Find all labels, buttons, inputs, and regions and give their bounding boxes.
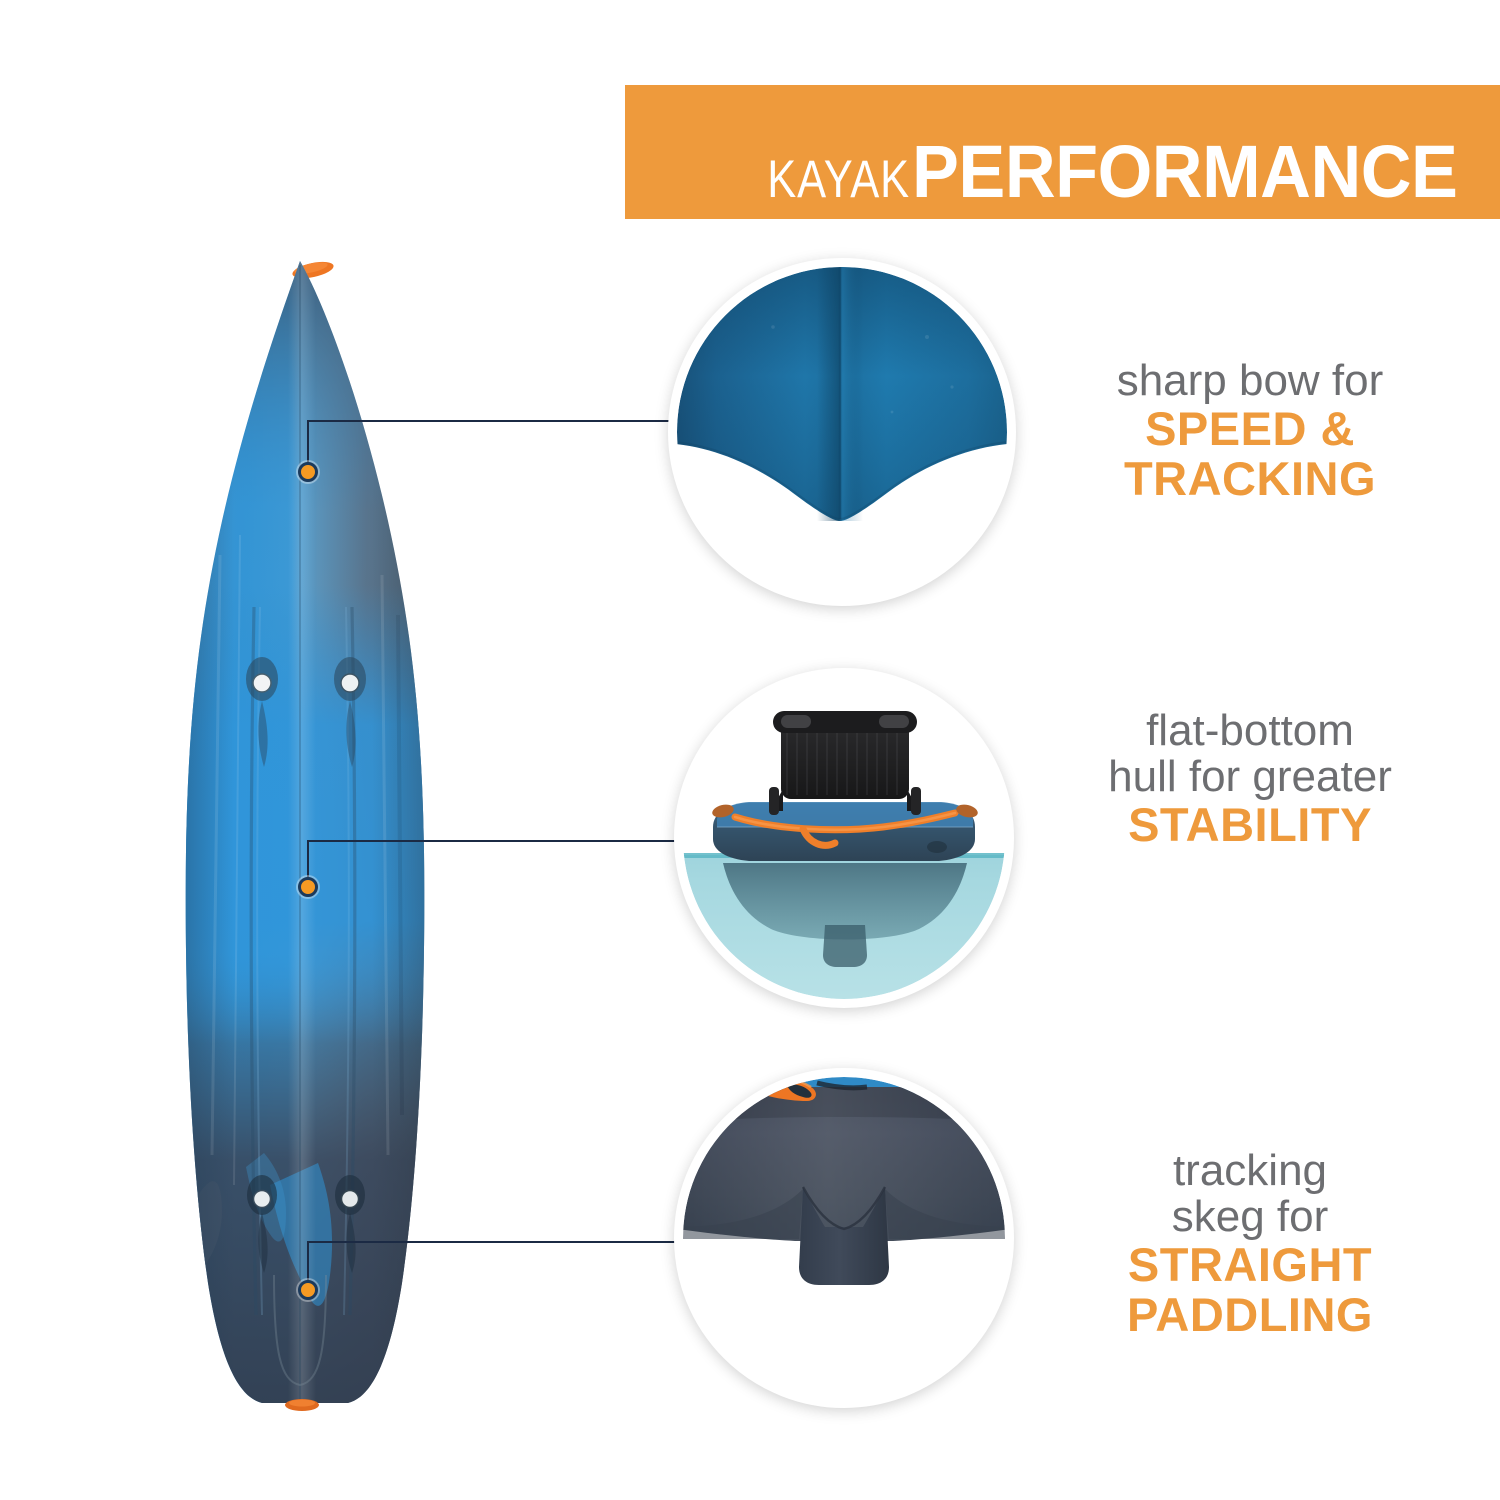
callout-2-line-2: hull for greater xyxy=(1108,752,1392,802)
callout-text-flat-bottom: flat-bottom hull for greater STABILITY xyxy=(1050,706,1450,852)
callout-image-flat-bottom[interactable] xyxy=(674,668,1014,1008)
marker-dot-tracking-skeg[interactable] xyxy=(298,1280,318,1300)
header-banner: KAYAKPERFORMANCE xyxy=(625,85,1500,219)
marker-dot-flat-bottom[interactable] xyxy=(298,877,318,897)
drain-plug xyxy=(927,841,947,853)
callout-3-line-2: skeg for xyxy=(1171,1192,1329,1242)
scupper-hole-lower-right xyxy=(335,1175,365,1273)
side-handle-left xyxy=(712,804,734,818)
kayak-seat xyxy=(769,711,921,815)
stern-in-water-photo xyxy=(683,677,1005,999)
callout-1-line-3: TRACKING xyxy=(1123,451,1377,505)
kayak-hull-illustration xyxy=(150,255,460,1415)
callout-image-flat-bottom-inner xyxy=(683,677,1005,999)
kayak-hull-body xyxy=(185,261,425,1403)
kayak-hull-svg xyxy=(185,261,425,1411)
scupper-hole-upper-right xyxy=(334,657,366,767)
hull-texture xyxy=(210,534,404,1186)
page-title: KAYAKPERFORMANCE xyxy=(736,135,1486,209)
marker-dot-sharp-bow[interactable] xyxy=(298,462,318,482)
callout-text-sharp-bow: sharp bow for SPEED & TRACKING xyxy=(1050,356,1450,505)
callout-2-line-1: flat-bottom xyxy=(1146,706,1354,755)
tracking-skeg-photo xyxy=(683,1077,1005,1399)
side-handle-right xyxy=(956,804,978,818)
title-kayak-word: KAYAK xyxy=(767,150,910,209)
callout-1-line-2: SPEED & xyxy=(1145,402,1355,456)
callout-3-line-4: PADDLING xyxy=(1127,1287,1373,1341)
callout-2-line-3: STABILITY xyxy=(1128,798,1372,852)
stern-handle-icon xyxy=(285,1399,319,1411)
scupper-hole-upper-left xyxy=(246,657,278,767)
bungee-cord xyxy=(731,809,959,849)
callout-3-line-1: tracking xyxy=(1172,1146,1328,1195)
callout-1-line-1: sharp bow for xyxy=(1116,356,1384,405)
bow-v-hull-photo xyxy=(677,267,1007,597)
callout-text-tracking-skeg: tracking skeg for STRAIGHT PADDLING xyxy=(1050,1146,1450,1341)
callout-image-tracking-skeg-inner xyxy=(683,1077,1005,1399)
callout-image-tracking-skeg[interactable] xyxy=(674,1068,1014,1408)
callout-image-sharp-bow[interactable] xyxy=(668,258,1016,606)
title-performance-word: PERFORMANCE xyxy=(911,130,1458,213)
callout-image-sharp-bow-inner xyxy=(677,267,1007,597)
callout-3-line-3: STRAIGHT xyxy=(1127,1238,1373,1292)
scupper-hole-lower-left xyxy=(247,1175,277,1273)
